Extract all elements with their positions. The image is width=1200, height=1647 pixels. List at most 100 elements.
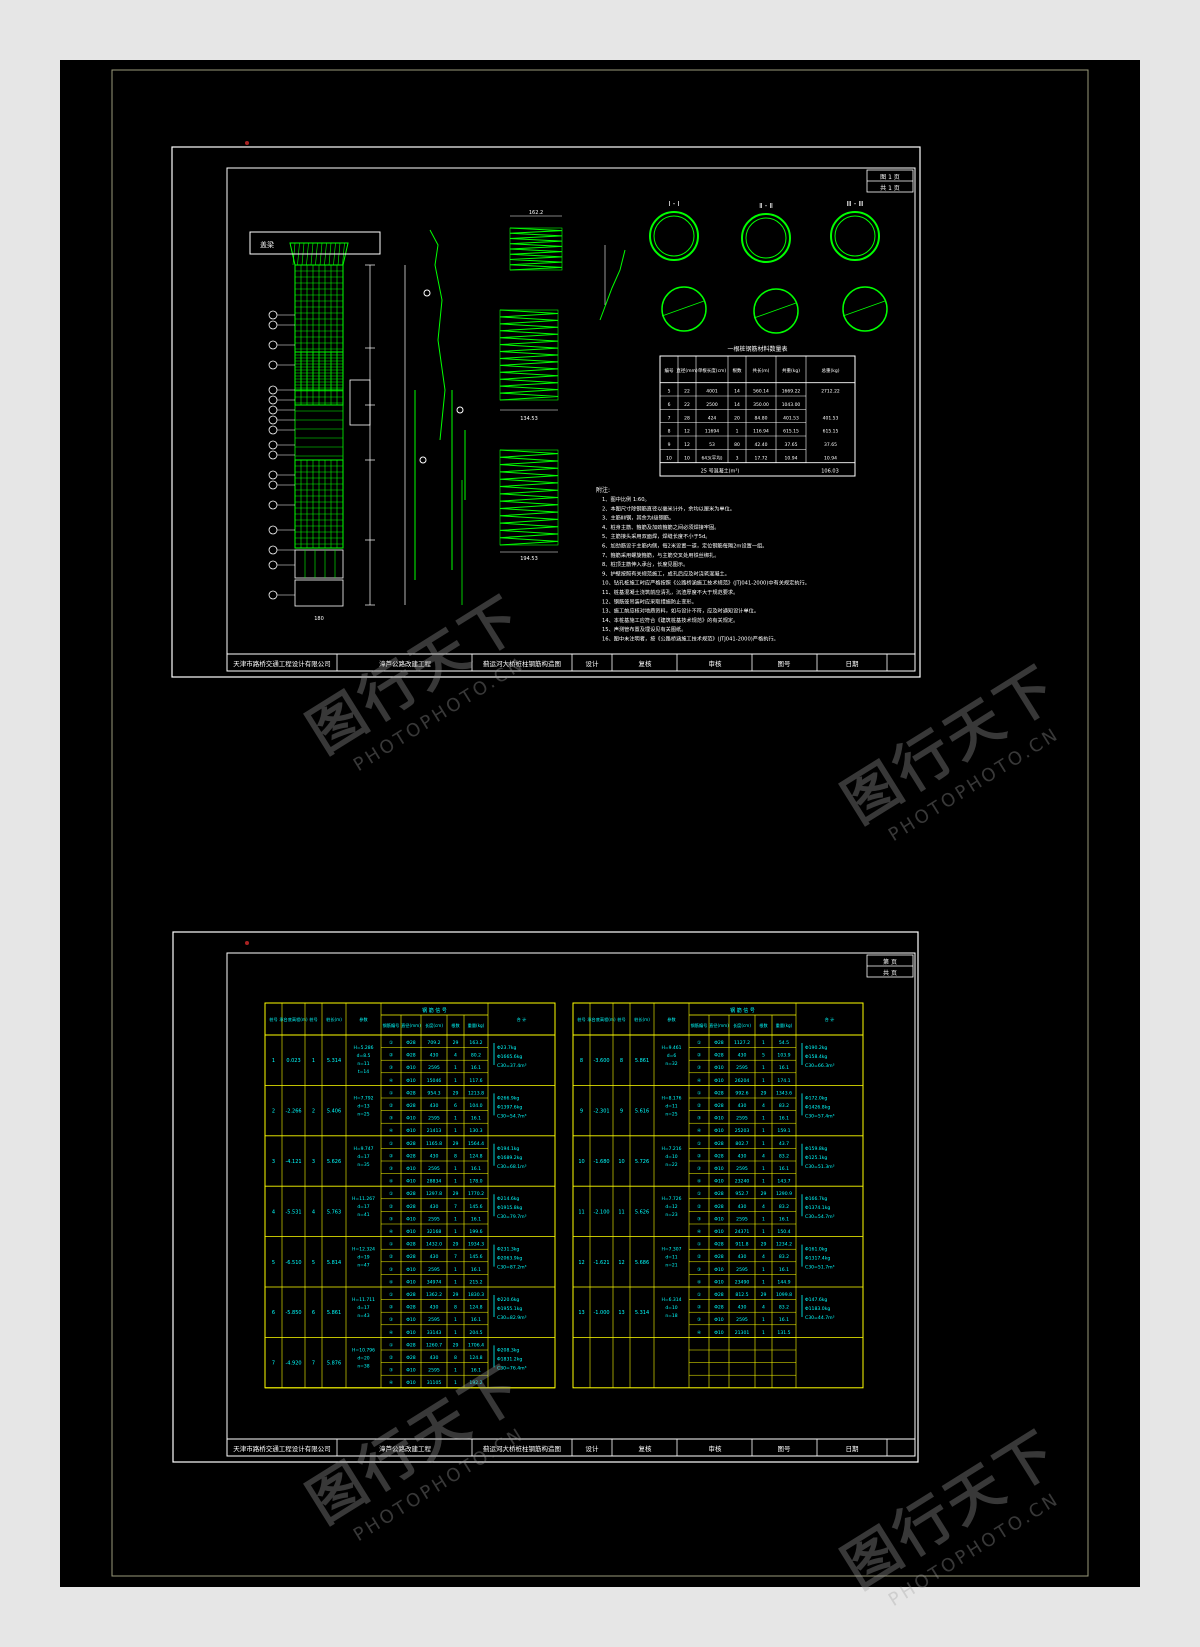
- pile-elev: -2.266: [285, 1109, 301, 1115]
- rebar-cell: 8: [454, 1355, 457, 1361]
- rebar-cell: 1: [454, 1368, 457, 1374]
- callout-bubble: [268, 340, 278, 350]
- table-header: 长度(cm): [733, 1022, 751, 1029]
- table-header: 单根长度(cm): [698, 367, 727, 374]
- pile-param: n=11: [357, 1061, 369, 1067]
- pile-id: 11: [618, 1209, 624, 1215]
- rebar-cell: ③: [697, 1317, 701, 1323]
- sum-value: Φ1689.2kg: [497, 1155, 522, 1161]
- pile-param: n=47: [357, 1263, 369, 1269]
- title-block-project: 漳芦公路改建工程: [379, 659, 432, 668]
- note-line: 10、钻孔桩施工时应严格按照《公路桥涵施工技术规范》(JTJ041-2000)中…: [602, 579, 810, 587]
- rebar-cell: 1: [762, 1317, 765, 1323]
- rebar-cell: 430: [738, 1204, 747, 1210]
- sum-value: Φ1397.6kg: [497, 1104, 522, 1110]
- rebar-cell: ②: [697, 1153, 701, 1159]
- table-cell: 2500: [706, 402, 718, 408]
- pile-no: 6: [272, 1310, 275, 1316]
- cage-gap: [294, 404, 344, 461]
- notes-title: 附注:: [596, 486, 610, 494]
- table-header: 桩号: [617, 1016, 625, 1023]
- pile-param: n=22: [665, 1162, 677, 1168]
- sum-value: Φ1915.8kg: [497, 1205, 522, 1211]
- rebar-cell: 954.3: [427, 1090, 440, 1096]
- rebar-cell: 1: [762, 1330, 765, 1336]
- rebar-cell: 430: [738, 1153, 747, 1159]
- spiral-coil-mid-outline: [499, 309, 559, 401]
- rebar-cell: ②: [389, 1053, 393, 1059]
- pile-elev: -1.680: [593, 1159, 609, 1165]
- spiral-coil-bottom: [499, 449, 559, 546]
- pile-no: 2: [272, 1109, 275, 1115]
- sum-value: Φ190.2kg: [805, 1045, 827, 1051]
- rebar-cell: 1432.0: [426, 1242, 442, 1248]
- rebar-cell: 430: [430, 1103, 439, 1109]
- rebar-cell: 16.1: [779, 1166, 789, 1172]
- table-header: 钢筋编号: [383, 1022, 400, 1029]
- note-line: 13、施工前应核对地质资料，如与设计不符，应及时通知设计单位。: [602, 607, 759, 615]
- table-cell: 7: [668, 415, 671, 421]
- sum-value: Φ2063.9kg: [497, 1256, 522, 1262]
- rebar-cell: ①: [389, 1040, 393, 1046]
- sheet1-frame: [171, 146, 921, 678]
- rebar-cell: 1: [454, 1128, 457, 1134]
- pile-id: 1: [312, 1058, 315, 1064]
- rebar-cell: 1165.8: [426, 1141, 442, 1147]
- rebar-cell: 83.2: [779, 1103, 789, 1109]
- table-cell: 12: [684, 442, 690, 448]
- pile-elev: 0.023: [286, 1058, 300, 1064]
- rebar-cell: 1213.8: [468, 1090, 484, 1096]
- sum-value: Φ1426.8kg: [805, 1104, 830, 1110]
- rebar-cell: 32168: [427, 1229, 442, 1235]
- table-cell: 401.53: [783, 415, 799, 421]
- rebar-cell: Φ10: [714, 1116, 724, 1122]
- rebar-cell: Φ28: [406, 1254, 416, 1260]
- table-header: 钢筋编号: [691, 1022, 708, 1029]
- callout-bubble: [268, 440, 278, 450]
- rebar-cell: ①: [697, 1242, 701, 1248]
- rebar-cell: ③: [697, 1116, 701, 1122]
- table-header: 合 计: [825, 1016, 835, 1023]
- table-header: 承台底高程(m): [587, 1016, 616, 1023]
- pile-length: 5.861: [635, 1058, 649, 1064]
- rebar-cell: ③: [389, 1116, 393, 1122]
- spiral-coil-mid: [499, 309, 559, 401]
- rebar-cell: 29: [453, 1090, 459, 1096]
- rebar-cell: 130.3: [469, 1128, 482, 1134]
- pile-length: 5.876: [327, 1361, 341, 1367]
- rebar-cell: ④: [389, 1179, 393, 1185]
- callout-bubble: [268, 385, 278, 395]
- rebar-cell: 2595: [428, 1368, 440, 1374]
- rebar-cell: Φ28: [406, 1355, 416, 1361]
- rebar-cell: 16.1: [471, 1065, 481, 1071]
- rebar-cell: 8: [454, 1153, 457, 1159]
- table-cell: 2712.22: [821, 389, 840, 395]
- rebar-cell: ①: [697, 1292, 701, 1298]
- sum-value: C30=87.2m³: [497, 1265, 527, 1271]
- sum-value: C30=54.7m³: [805, 1214, 835, 1220]
- rebar-cell: ④: [389, 1229, 393, 1235]
- table-cell: 17.72: [755, 455, 768, 461]
- rebar-cell: 1706.4: [468, 1342, 484, 1348]
- rebar-cell: 83.2: [779, 1204, 789, 1210]
- title-block-drawing-no: 图号: [778, 1445, 792, 1453]
- pile-no: 5: [272, 1260, 275, 1266]
- table-header: 承台底高程(m): [279, 1016, 308, 1023]
- rebar-cell: 199.6: [469, 1229, 482, 1235]
- sum-value: Φ125.1kg: [805, 1155, 827, 1161]
- rebar-cell: 2595: [428, 1317, 440, 1323]
- rebar-cell: 1: [762, 1179, 765, 1185]
- sum-value: C30=37.4m³: [497, 1063, 527, 1069]
- sheet2-title-block: [226, 1438, 916, 1457]
- section-circle: [741, 213, 791, 263]
- rebar-cell: 1260.7: [426, 1342, 442, 1348]
- rebar-cell: 145.6: [469, 1254, 482, 1260]
- pile-param: n=35: [357, 1162, 369, 1168]
- sum-value: Φ1831.2kg: [497, 1356, 522, 1362]
- rebar-cell: 992.6: [735, 1090, 748, 1096]
- rebar-cell: 1: [762, 1166, 765, 1172]
- rebar-cell: 1234.2: [776, 1242, 792, 1248]
- rebar-cell: 2595: [736, 1065, 748, 1071]
- rebar-cell: Φ10: [406, 1128, 416, 1134]
- rebar-cell: 29: [761, 1191, 767, 1197]
